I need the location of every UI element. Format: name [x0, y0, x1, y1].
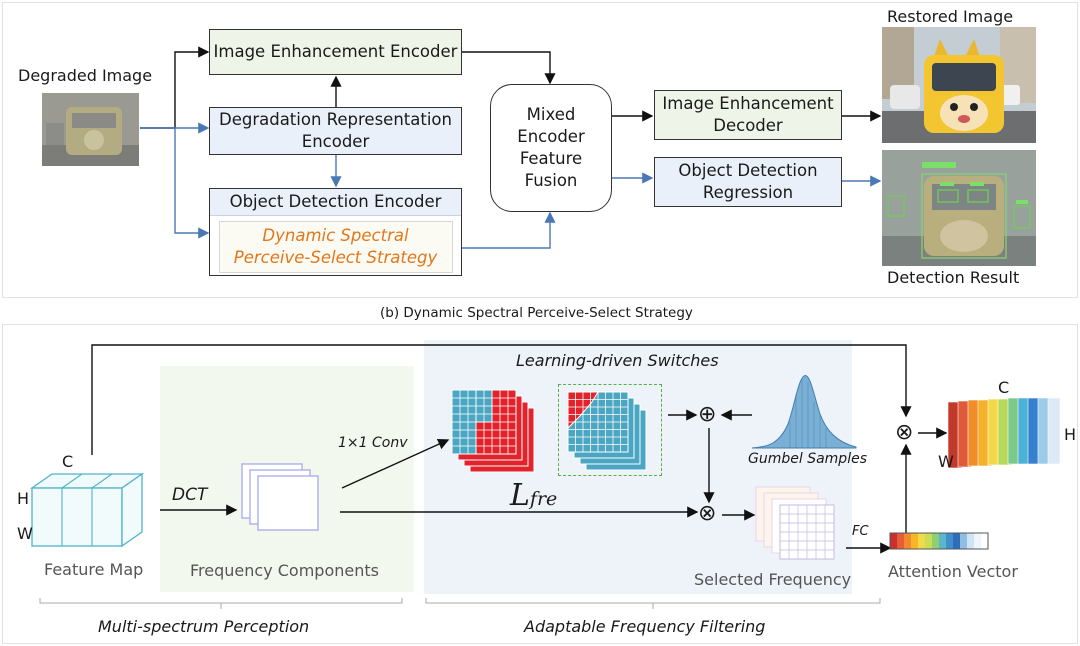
degradation-representation-encoder-box: Degradation Representation Encoder — [209, 107, 462, 155]
od-encoder-title: Object Detection Encoder — [210, 189, 461, 216]
degradation-label-line2: Encoder — [301, 132, 370, 151]
dspss-label-line1: Dynamic Spectral — [262, 226, 409, 245]
feature-map-label: Feature Map — [44, 560, 144, 579]
selected-frequency-stack — [755, 486, 835, 560]
restored-bus-illustration — [882, 27, 1036, 143]
selected-switch-dashed-box — [558, 384, 662, 476]
fusion-line4: Fusion — [524, 171, 578, 190]
regression-line1: Object Detection — [678, 161, 818, 180]
frequency-components-label: Frequency Components — [190, 561, 379, 580]
degraded-image — [42, 93, 139, 166]
detection-result-image — [882, 150, 1036, 266]
multi-spectrum-label: Multi-spectrum Perception — [98, 617, 310, 636]
regression-line2: Regression — [702, 183, 794, 202]
loss-label: Lfre — [510, 478, 557, 513]
fusion-line2: Encoder — [517, 127, 585, 146]
feature-map-h-label: H — [17, 489, 30, 508]
image-enhancement-encoder-box: Image Enhancement Encoder — [209, 29, 462, 75]
image-enhancement-decoder-box: Image Enhancement Decoder — [654, 90, 842, 140]
output-c-label: C — [998, 378, 1010, 397]
feature-map-cube — [29, 472, 145, 548]
decoder-line1: Image Enhancement — [662, 94, 834, 113]
output-feature-block — [947, 397, 1061, 469]
otimes-filter-icon: ⊗ — [698, 501, 717, 526]
dct-label: DCT — [172, 485, 208, 505]
switch-grid-stack-selected — [567, 391, 647, 471]
fusion-line3: Feature — [519, 149, 583, 168]
output-w-label: W — [938, 452, 954, 471]
switch-grid-stack-full — [451, 389, 535, 473]
feature-map-c-label: C — [62, 452, 74, 471]
loss-subscript: fre — [529, 488, 558, 510]
frequency-components-stack — [241, 463, 319, 531]
dspss-inner-box: Dynamic Spectral Perceive-Select Strateg… — [218, 221, 453, 273]
fusion-line1: Mixed — [526, 105, 576, 124]
restored-image-label: Restored Image — [887, 7, 1014, 26]
fc-label: FC — [852, 524, 869, 539]
otimes-output-icon: ⊗ — [895, 420, 914, 445]
feature-map-w-label: W — [17, 524, 33, 543]
loss-symbol: L — [510, 478, 530, 513]
gumbel-histogram — [751, 375, 857, 449]
attention-vector-label: Attention Vector — [888, 562, 1018, 581]
attention-vector — [889, 532, 989, 550]
od-encoder-label: Object Detection Encoder — [229, 192, 442, 211]
adaptable-filtering-label: Adaptable Frequency Filtering — [524, 617, 766, 636]
gumbel-label: Gumbel Samples — [748, 451, 867, 467]
top-connectors — [140, 46, 882, 249]
degraded-bus-illustration — [42, 93, 139, 166]
degradation-label-line1: Degradation Representation — [219, 110, 452, 129]
learning-switches-label: Learning-driven Switches — [516, 351, 719, 370]
restored-image — [882, 27, 1036, 143]
oplus-icon: ⊕ — [698, 402, 717, 427]
dspss-label-line2: Perceive-Select Strategy — [233, 248, 438, 267]
detection-bus-illustration — [882, 150, 1036, 266]
enhancement-encoder-label: Image Enhancement Encoder — [213, 42, 458, 61]
conv-label: 1×1 Conv — [338, 435, 408, 451]
figure-caption: (b) Dynamic Spectral Perceive-Select Str… — [380, 305, 693, 321]
decoder-line2: Decoder — [713, 116, 783, 135]
degraded-image-label: Degraded Image — [18, 66, 153, 85]
object-detection-encoder-box: Object Detection Encoder Dynamic Spectra… — [209, 188, 462, 276]
detection-result-label: Detection Result — [887, 268, 1020, 287]
object-detection-regression-box: Object Detection Regression — [654, 157, 842, 207]
selected-frequency-label: Selected Frequency — [694, 570, 852, 589]
mixed-encoder-feature-fusion-box: Mixed Encoder Feature Fusion — [490, 84, 612, 212]
output-h-label: H — [1064, 425, 1077, 444]
